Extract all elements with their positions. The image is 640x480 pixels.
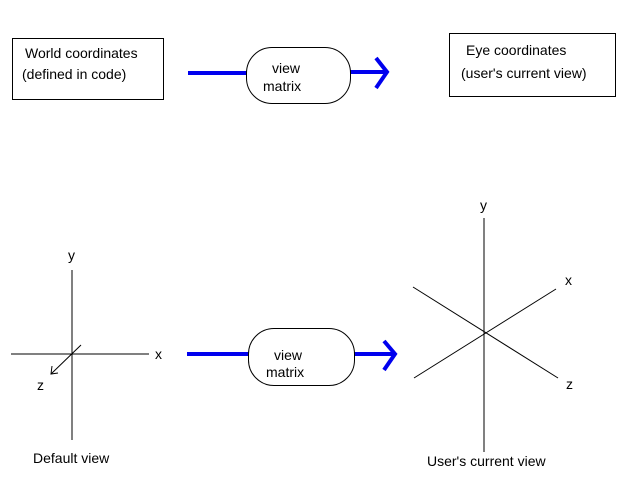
world-coordinates-box: World coordinates (defined in code) bbox=[12, 38, 164, 100]
arrow-matrix-to-eye bbox=[350, 56, 390, 90]
eye-coordinates-box: Eye coordinates (user's current view) bbox=[449, 33, 616, 97]
default-x-label: x bbox=[155, 346, 162, 362]
default-z-arrowhead bbox=[50, 365, 59, 375]
view-matrix-pill-top: view matrix bbox=[246, 47, 351, 104]
view-matrix-pill-bottom: view matrix bbox=[248, 328, 355, 386]
view-matrix-top-line2: matrix bbox=[263, 78, 302, 94]
default-axes bbox=[11, 270, 149, 440]
default-z-axis bbox=[50, 344, 82, 375]
user-y-label: y bbox=[480, 197, 487, 213]
eye-coordinates-line1: Eye coordinates bbox=[466, 42, 567, 58]
eye-coordinates-line2: (user's current view) bbox=[461, 65, 587, 81]
world-coordinates-line1: World coordinates bbox=[25, 45, 138, 61]
user-view-caption: User's current view bbox=[427, 453, 546, 469]
world-coordinates-line2: (defined in code) bbox=[22, 66, 127, 82]
default-view-caption: Default view bbox=[33, 450, 110, 466]
user-z-label: z bbox=[566, 376, 573, 392]
view-matrix-bottom-line2: matrix bbox=[266, 364, 305, 380]
user-x-axis bbox=[413, 288, 557, 379]
user-z-axis bbox=[412, 286, 559, 379]
view-matrix-top-line1: view bbox=[272, 60, 301, 76]
view-matrix-bottom-line1: view bbox=[274, 347, 303, 363]
user-axes bbox=[412, 218, 559, 452]
arrow-matrix-to-user bbox=[354, 339, 398, 372]
user-x-label: x bbox=[565, 272, 572, 288]
default-z-label: z bbox=[37, 377, 44, 393]
default-y-label: y bbox=[68, 247, 75, 263]
